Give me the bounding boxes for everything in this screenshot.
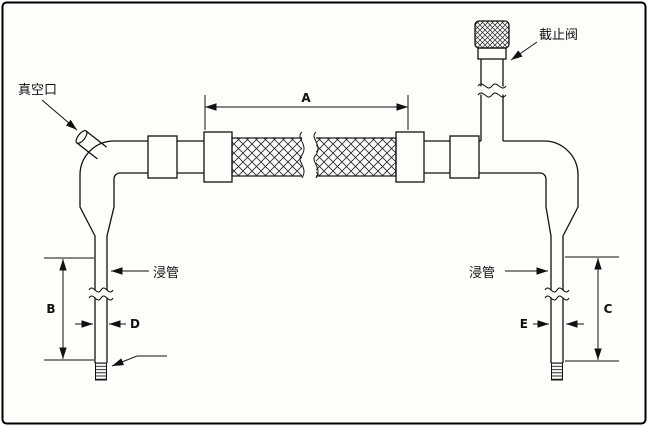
right-elbow-outer-wall	[543, 140, 579, 363]
break-wave	[299, 131, 305, 179]
port-wall	[76, 142, 98, 160]
break-wave	[88, 295, 114, 301]
dim-a-group: A	[204, 91, 409, 130]
dim-c-group: C	[565, 256, 619, 362]
break-wave	[88, 287, 114, 293]
tip-callout	[111, 355, 167, 367]
flex-hose	[203, 131, 425, 183]
port-wall	[85, 130, 108, 148]
dim-d-label: D	[130, 317, 140, 331]
valve-knob	[474, 20, 510, 49]
right-union	[449, 135, 480, 179]
stop-valve-arrow	[510, 41, 538, 61]
break-wave	[544, 295, 570, 301]
right-elbow-inner-wall	[539, 172, 552, 363]
stop-valve-callout: 截止阀	[510, 28, 578, 61]
vacuum-port-opening	[75, 130, 88, 144]
dip-tube-label-right: 浸管	[469, 266, 495, 281]
dim-b-group: B	[44, 257, 94, 361]
valve-collar	[477, 47, 507, 60]
left-elbow-inner-wall	[106, 172, 121, 363]
ferrule-left	[203, 131, 233, 183]
break-wave	[544, 287, 570, 293]
right-tube-break-mask	[544, 290, 570, 298]
dim-b-label: B	[46, 302, 55, 316]
dim-e-group: E	[520, 317, 584, 331]
braid-break-mask	[302, 131, 316, 181]
dip-tube-callout-left: 浸管	[111, 266, 179, 281]
dip-tube-label-left: 浸管	[153, 266, 179, 281]
stop-valve	[474, 20, 510, 141]
vacuum-port-label: 真空口	[18, 83, 57, 98]
right-tube-assembly	[424, 135, 579, 381]
tip-callout-arrow	[111, 355, 167, 367]
vacuum-port-arrow	[41, 99, 78, 131]
dim-c-label: C	[604, 302, 613, 316]
dip-tube-callout-right: 浸管	[469, 266, 548, 281]
dim-e-label: E	[520, 317, 528, 331]
valve-stem-break-mask	[477, 86, 507, 95]
stop-valve-label: 截止阀	[539, 28, 578, 43]
left-union	[147, 135, 178, 179]
left-threaded-tip	[95, 362, 107, 381]
break-wave	[477, 92, 507, 98]
left-tube-break-mask	[88, 290, 114, 298]
ferrule-right	[395, 131, 425, 183]
dim-d-group: D	[75, 317, 140, 331]
right-threaded-tip	[551, 362, 563, 381]
break-wave	[313, 131, 319, 179]
vacuum-port	[75, 130, 108, 160]
dim-a-label: A	[301, 91, 311, 105]
break-wave	[477, 83, 507, 89]
left-tube-assembly	[79, 135, 204, 381]
vacuum-port-callout: 真空口	[18, 83, 78, 131]
left-elbow-outer-wall	[79, 140, 115, 363]
